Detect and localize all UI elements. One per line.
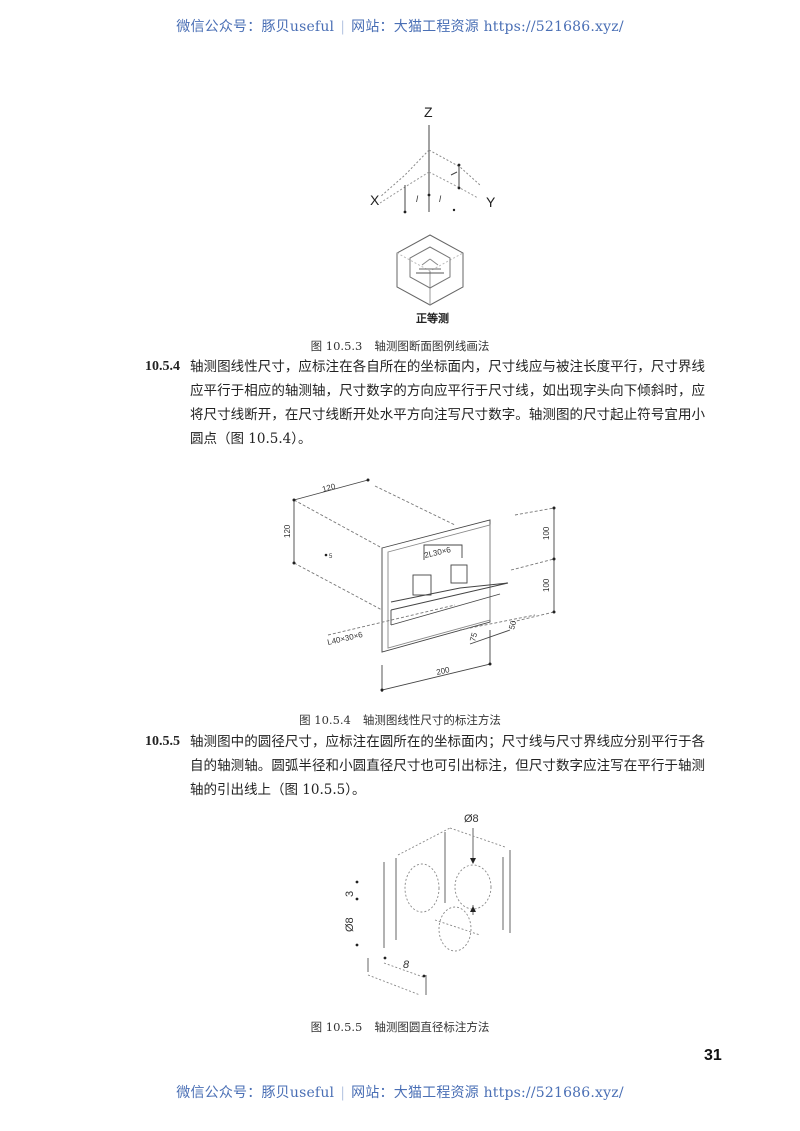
caption-title: 轴测图断面图例线画法 <box>374 339 490 353</box>
axis-label-y: Y <box>486 194 496 210</box>
dim-left-small: 3 <box>344 891 356 897</box>
figure-sublabel: 正等测 <box>416 311 449 325</box>
figure-10-5-5: Ø8 Ø8 3 8 <box>340 800 540 1010</box>
figure-caption-10-5-5: 图 10.5.5 轴测图圆直径标注方法 <box>0 1019 800 1035</box>
figure-caption-10-5-4: 图 10.5.4 轴测图线性尺寸的标注方法 <box>0 712 800 728</box>
watermark-separator: | <box>340 19 346 35</box>
clause-text: 轴测图线性尺寸，应标注在各自所在的坐标面内，尺寸线应与被注长度平行，尺寸界线应平… <box>190 359 705 447</box>
angle-label-bottom: L40×30×6 <box>326 630 364 647</box>
watermark-footer: 微信公众号：豚贝useful | 网站：大猫工程资源 https://521686.… <box>0 1082 800 1102</box>
small-mark: 5 <box>329 554 333 560</box>
isometric-circle-drawing: Ø8 Ø8 3 8 <box>344 813 511 996</box>
clause-number: 10.5.5 <box>145 734 180 749</box>
caption-number: 图 10.5.4 <box>299 713 351 727</box>
dim-top-diameter: Ø8 <box>464 813 479 825</box>
caption-title: 轴测图线性尺寸的标注方法 <box>362 713 501 727</box>
dim-depth-50: 50 <box>507 619 518 630</box>
dim-right-upper: 100 <box>542 526 551 540</box>
clause-number: 10.5.4 <box>145 359 180 374</box>
watermark-website: 网站：大猫工程资源 https://521686.xyz/ <box>351 1085 624 1101</box>
dim-bottom-width: 200 <box>435 665 451 677</box>
watermark-header: 微信公众号：豚贝useful | 网站：大猫工程资源 https://521686.… <box>0 16 800 36</box>
page-number: 31 <box>704 1047 722 1064</box>
dim-mark-l1: l <box>416 194 419 204</box>
dim-right-lower: 100 <box>542 578 551 592</box>
figure-10-5-4: 120 120 100 100 200 75 50 2L30×6 L40×30×… <box>280 470 570 700</box>
angle-label-top: 2L30×6 <box>423 545 452 560</box>
caption-title: 轴测图圆直径标注方法 <box>374 1020 490 1034</box>
axis-label-z: Z <box>424 104 433 120</box>
isometric-cube-section <box>396 234 464 306</box>
watermark-website: 网站：大猫工程资源 https://521686.xyz/ <box>351 19 624 35</box>
dim-mark-l2: l <box>439 194 442 204</box>
watermark-wechat: 微信公众号：豚贝useful <box>176 1085 335 1101</box>
dim-left-height: 120 <box>283 524 292 538</box>
caption-number: 图 10.5.5 <box>310 1020 363 1034</box>
figure-10-5-3: Z l l X Y 正等测 <box>350 95 510 325</box>
dim-top-width: 120 <box>321 482 337 494</box>
dim-depth-75: 75 <box>468 631 479 642</box>
isometric-bracket-drawing: 120 120 100 100 200 75 50 2L30×6 L40×30×… <box>283 478 556 692</box>
dim-bottom: 8 <box>403 959 410 971</box>
dim-left-diameter: Ø8 <box>344 917 356 932</box>
clause-text: 轴测图中的圆径尺寸，应标注在圆所在的坐标面内；尺寸线与尺寸界线应分别平行于各自的… <box>190 734 705 798</box>
watermark-wechat: 微信公众号：豚贝useful <box>176 19 335 35</box>
watermark-separator: | <box>340 1085 346 1101</box>
figure-caption-10-5-3: 图 10.5.3 轴测图断面图例线画法 <box>0 338 800 354</box>
axis-label-x: X <box>370 192 380 208</box>
isometric-axes-diagram: Z l l X Y 正等测 <box>370 104 496 325</box>
section-10-5-4: 10.5.4 轴测图线性尺寸，应标注在各自所在的坐标面内，尺寸线应与被注长度平行… <box>145 355 705 451</box>
section-10-5-5: 10.5.5 轴测图中的圆径尺寸，应标注在圆所在的坐标面内；尺寸线与尺寸界线应分… <box>145 730 705 802</box>
caption-number: 图 10.5.3 <box>310 339 363 353</box>
